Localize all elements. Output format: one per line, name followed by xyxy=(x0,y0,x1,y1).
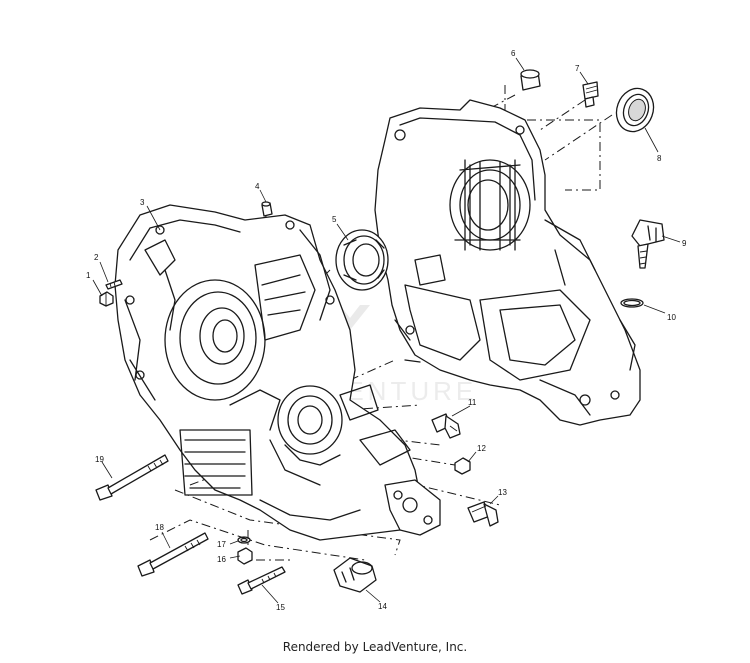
part-10-o-ring xyxy=(620,298,644,308)
part-19-bolt xyxy=(95,454,169,501)
callout-8: 8 xyxy=(657,154,662,163)
callout-1: 1 xyxy=(86,271,91,280)
part-2-stud xyxy=(105,279,123,290)
callout-9: 9 xyxy=(682,239,687,248)
part-18-bolt xyxy=(137,532,209,577)
part-7-screw xyxy=(582,81,599,108)
callout-11: 11 xyxy=(468,398,477,407)
callout-15: 15 xyxy=(276,603,285,612)
part-5-bearing xyxy=(335,229,389,291)
callout-14: 14 xyxy=(378,602,387,611)
part-12-nut xyxy=(454,457,471,475)
part-8-oil-seal xyxy=(615,87,655,133)
part-13-fitting xyxy=(467,501,499,527)
part-16-bolt xyxy=(237,547,253,565)
part-6-dowel xyxy=(520,69,541,91)
callout-19: 19 xyxy=(95,455,104,464)
callout-12: 12 xyxy=(477,444,486,453)
callout-2: 2 xyxy=(94,253,99,262)
footer-credit: Rendered by LeadVenture, Inc. xyxy=(282,640,468,654)
part-1-nut xyxy=(99,291,114,307)
part-14-drain-plug xyxy=(333,557,377,593)
part-17-washer xyxy=(237,536,251,544)
callout-7: 7 xyxy=(575,64,580,73)
callout-5: 5 xyxy=(332,215,337,224)
callout-16: 16 xyxy=(217,555,226,564)
part-15-bolt xyxy=(237,566,286,595)
callout-labels: 1 2 3 4 5 6 7 8 9 10 11 12 13 14 15 16 1… xyxy=(86,49,687,612)
part-9-sensor xyxy=(631,219,665,269)
callout-3: 3 xyxy=(140,198,145,207)
callout-18: 18 xyxy=(155,523,164,532)
callout-17: 17 xyxy=(217,540,226,549)
callout-13: 13 xyxy=(498,488,507,497)
left-crankcase xyxy=(114,204,441,541)
callout-6: 6 xyxy=(511,49,516,58)
leader-lines xyxy=(92,57,681,604)
right-crankcase xyxy=(374,99,641,426)
part-11-fitting xyxy=(431,413,461,439)
callout-10: 10 xyxy=(667,313,676,322)
part-4-dowel-pin xyxy=(261,201,273,217)
callout-4: 4 xyxy=(255,182,260,191)
